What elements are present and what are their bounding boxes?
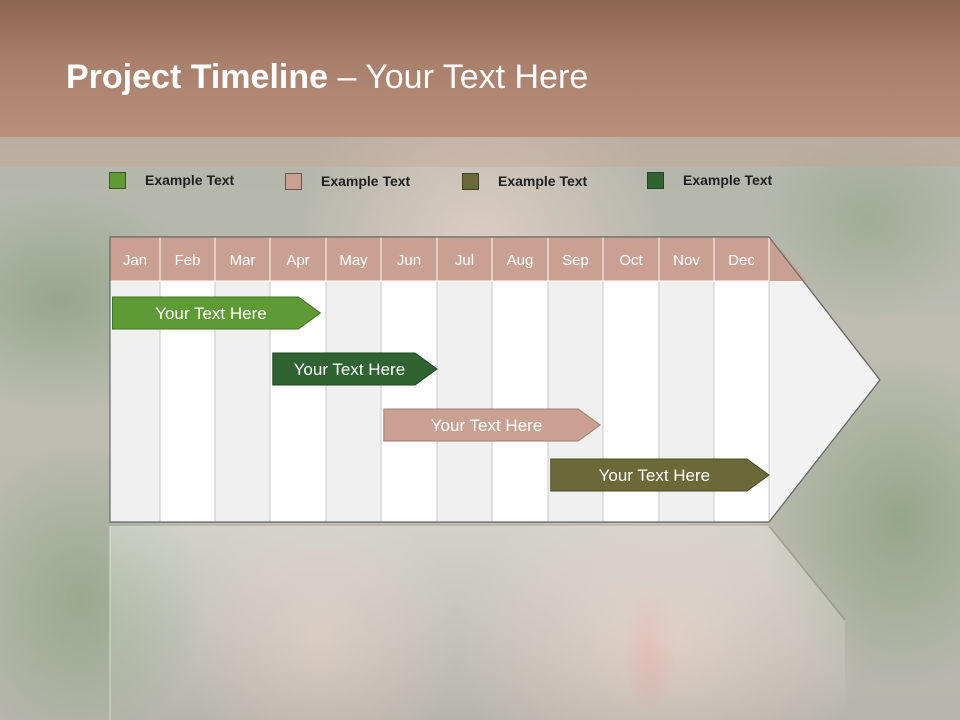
- task-bar: Your Text Here: [383, 408, 602, 442]
- reflection-edge: [768, 525, 846, 621]
- month-header-cell: [602, 236, 660, 282]
- month-labels: Jan Feb Mar Apr May Jun Jul Aug Sep Oct Nov Dec: [123, 252, 755, 269]
- month-header-cell: [380, 236, 438, 282]
- month-header-cell: [436, 236, 493, 282]
- month-label: Mar: [230, 252, 256, 269]
- task-bar: Your Text Here: [112, 296, 322, 330]
- month-header-cell: [159, 236, 216, 282]
- month-column: [380, 280, 438, 523]
- month-label: Nov: [673, 252, 700, 269]
- arrow-outline: [109, 236, 769, 523]
- task-bar: Your Text Here: [272, 352, 438, 386]
- month-column: [325, 280, 382, 523]
- task-bar-label: Your Text Here: [431, 416, 543, 435]
- task-bar-shape: [272, 352, 438, 386]
- legend-item-4: Example Text: [647, 170, 772, 190]
- arrow-head-header: [769, 237, 807, 281]
- month-label: Jan: [123, 252, 147, 269]
- title-bold: Project Timeline: [66, 58, 329, 96]
- month-label: Feb: [175, 252, 201, 269]
- task-bar-label: Your Text Here: [294, 360, 406, 379]
- legend-label: Example Text: [498, 173, 588, 189]
- month-column: [491, 280, 549, 523]
- month-columns: [109, 236, 881, 523]
- month-label: Aug: [507, 252, 534, 269]
- title-rest: – Your Text Here: [328, 58, 589, 96]
- month-header-cell: [713, 236, 770, 282]
- task-bar-shape: [383, 408, 602, 442]
- page-title: Project Timeline – Your Text Here: [66, 58, 588, 97]
- header-lower-band: [0, 137, 960, 167]
- legend-swatch: [462, 172, 479, 190]
- reflection-shape: [110, 526, 845, 720]
- legend-label: Example Text: [321, 173, 411, 189]
- month-header-cell: [658, 236, 715, 282]
- month-header-cell: [325, 236, 382, 282]
- legend-item-2: Example Text: [285, 171, 410, 191]
- month-label: Dec: [728, 252, 755, 269]
- month-header-cell: [491, 236, 549, 282]
- month-label: May: [339, 252, 368, 269]
- timeline-reflection: [109, 525, 846, 720]
- legend-swatch: [285, 172, 302, 190]
- month-label: Sep: [562, 252, 589, 269]
- task-bar-shape: [550, 458, 770, 492]
- legend-label: Example Text: [683, 172, 773, 188]
- arrow-outline: [768, 236, 881, 523]
- legend-label: Example Text: [145, 172, 235, 188]
- task-bar-label: Your Text Here: [155, 304, 267, 323]
- legend-swatch: [109, 171, 126, 189]
- month-label: Apr: [286, 252, 309, 269]
- month-label: Oct: [619, 252, 643, 269]
- header-band: [0, 0, 960, 137]
- legend-swatch: [647, 171, 664, 189]
- legend-item-1: Example Text: [109, 170, 234, 190]
- month-column: [436, 280, 493, 523]
- task-bar-label: Your Text Here: [599, 466, 711, 485]
- month-label: Jul: [455, 252, 474, 269]
- task-bar-shape: [112, 296, 322, 330]
- legend-item-3: Example Text: [462, 171, 587, 191]
- task-bar: Your Text Here: [550, 458, 770, 492]
- month-label: Jun: [397, 252, 421, 269]
